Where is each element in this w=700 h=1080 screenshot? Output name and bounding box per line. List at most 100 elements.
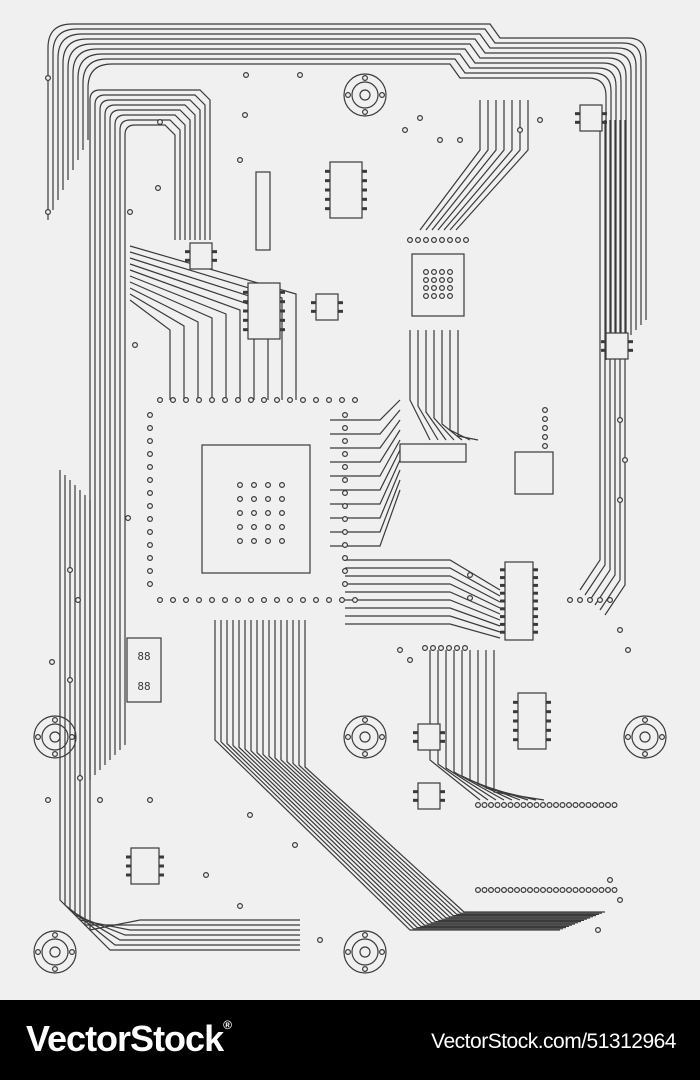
terminal-pad — [397, 646, 404, 653]
header-pin — [585, 886, 592, 893]
ball-grid-pad — [237, 510, 244, 517]
mounting-hole — [343, 715, 387, 759]
via — [157, 397, 164, 404]
fanout-trace — [330, 419, 401, 449]
terminal-pad — [292, 841, 299, 848]
header-pin — [481, 801, 488, 808]
terminal-pad — [237, 902, 244, 909]
via — [606, 596, 613, 603]
terminal-pad — [96, 796, 103, 803]
via — [209, 596, 216, 603]
header-pin — [578, 801, 585, 808]
chip-pin — [311, 301, 316, 305]
small-ic — [417, 782, 441, 810]
chip-pin — [280, 328, 285, 332]
terminal-pad — [616, 896, 623, 903]
via — [446, 644, 453, 651]
terminal-pad — [157, 118, 164, 125]
ball-grid-pad — [251, 523, 258, 530]
ball-grid-pad — [265, 537, 272, 544]
ball-grid-pad — [423, 269, 430, 276]
ic-chip — [247, 282, 281, 340]
header-pin — [565, 886, 572, 893]
chip-pin — [546, 719, 551, 723]
via — [313, 397, 320, 404]
bus-trace — [119, 119, 181, 750]
ball-grid-pad — [279, 496, 286, 503]
ball-grid-pad — [251, 496, 258, 503]
bus-trace — [114, 114, 186, 755]
via — [342, 528, 349, 535]
via — [541, 416, 548, 423]
signal-trace — [345, 567, 501, 597]
terminal-pad — [243, 71, 250, 78]
chip-pin — [500, 607, 505, 611]
terminal-pad — [242, 111, 249, 118]
via — [147, 580, 154, 587]
ribbon-trace — [292, 620, 599, 915]
chip-pin — [602, 112, 607, 116]
ball-grid-pad — [439, 269, 446, 276]
via — [342, 503, 349, 510]
ribbon-trace — [232, 620, 569, 927]
via — [147, 477, 154, 484]
header-pin — [488, 886, 495, 893]
via — [462, 644, 469, 651]
bus-trace — [124, 124, 176, 745]
signal-trace — [409, 330, 431, 441]
bus-trace — [89, 89, 211, 780]
mounting-hole-pad — [379, 91, 386, 98]
fanout-trace — [330, 429, 401, 463]
via — [342, 490, 349, 497]
header-pin — [572, 886, 579, 893]
mounting-hole-inner — [631, 723, 659, 751]
ic-chip — [329, 161, 363, 219]
via — [342, 451, 349, 458]
chip-pin — [601, 348, 606, 352]
ball-grid-pad — [431, 293, 438, 300]
terminal-pad — [132, 342, 139, 349]
via — [183, 596, 190, 603]
ribbon-trace — [280, 620, 593, 918]
header-pin — [494, 886, 501, 893]
via — [342, 515, 349, 522]
fanout-trace — [330, 399, 401, 421]
ribbon-trace — [214, 620, 560, 931]
via — [147, 438, 154, 445]
fanout-trace — [330, 409, 401, 435]
terminal-pad — [616, 626, 623, 633]
header-pin — [559, 886, 566, 893]
fanout-trace — [330, 459, 401, 505]
connector-chip — [399, 443, 467, 463]
signal-trace — [455, 100, 529, 231]
ball-grid-pad — [251, 510, 258, 517]
via — [454, 644, 461, 651]
signal-trace — [425, 100, 489, 231]
chip-pin — [440, 739, 445, 743]
header-pin — [552, 886, 559, 893]
fanout-trace — [330, 479, 401, 533]
ribbon-trace — [304, 620, 605, 913]
ball-grid-pad — [265, 523, 272, 530]
terminal-pad — [616, 497, 623, 504]
ball-grid-pad — [251, 482, 258, 489]
ball-grid-pad — [423, 277, 430, 284]
fanout-trace — [129, 251, 283, 400]
header-pin — [513, 886, 520, 893]
chip-pin — [212, 250, 217, 254]
mounting-hole — [623, 715, 667, 759]
header-pin — [591, 801, 598, 808]
mounting-hole-pad — [362, 108, 369, 115]
header-connector — [255, 171, 271, 251]
chip-pin — [628, 348, 633, 352]
ball-grid-pad — [423, 285, 430, 292]
via — [541, 434, 548, 441]
chip-pin — [280, 309, 285, 313]
mounting-hole-center — [49, 946, 61, 958]
chip-pin — [280, 300, 285, 304]
ribbon-trace — [274, 620, 590, 919]
registered-mark: ® — [223, 1018, 232, 1032]
via — [209, 397, 216, 404]
header-pin — [611, 801, 618, 808]
header-pin — [604, 801, 611, 808]
